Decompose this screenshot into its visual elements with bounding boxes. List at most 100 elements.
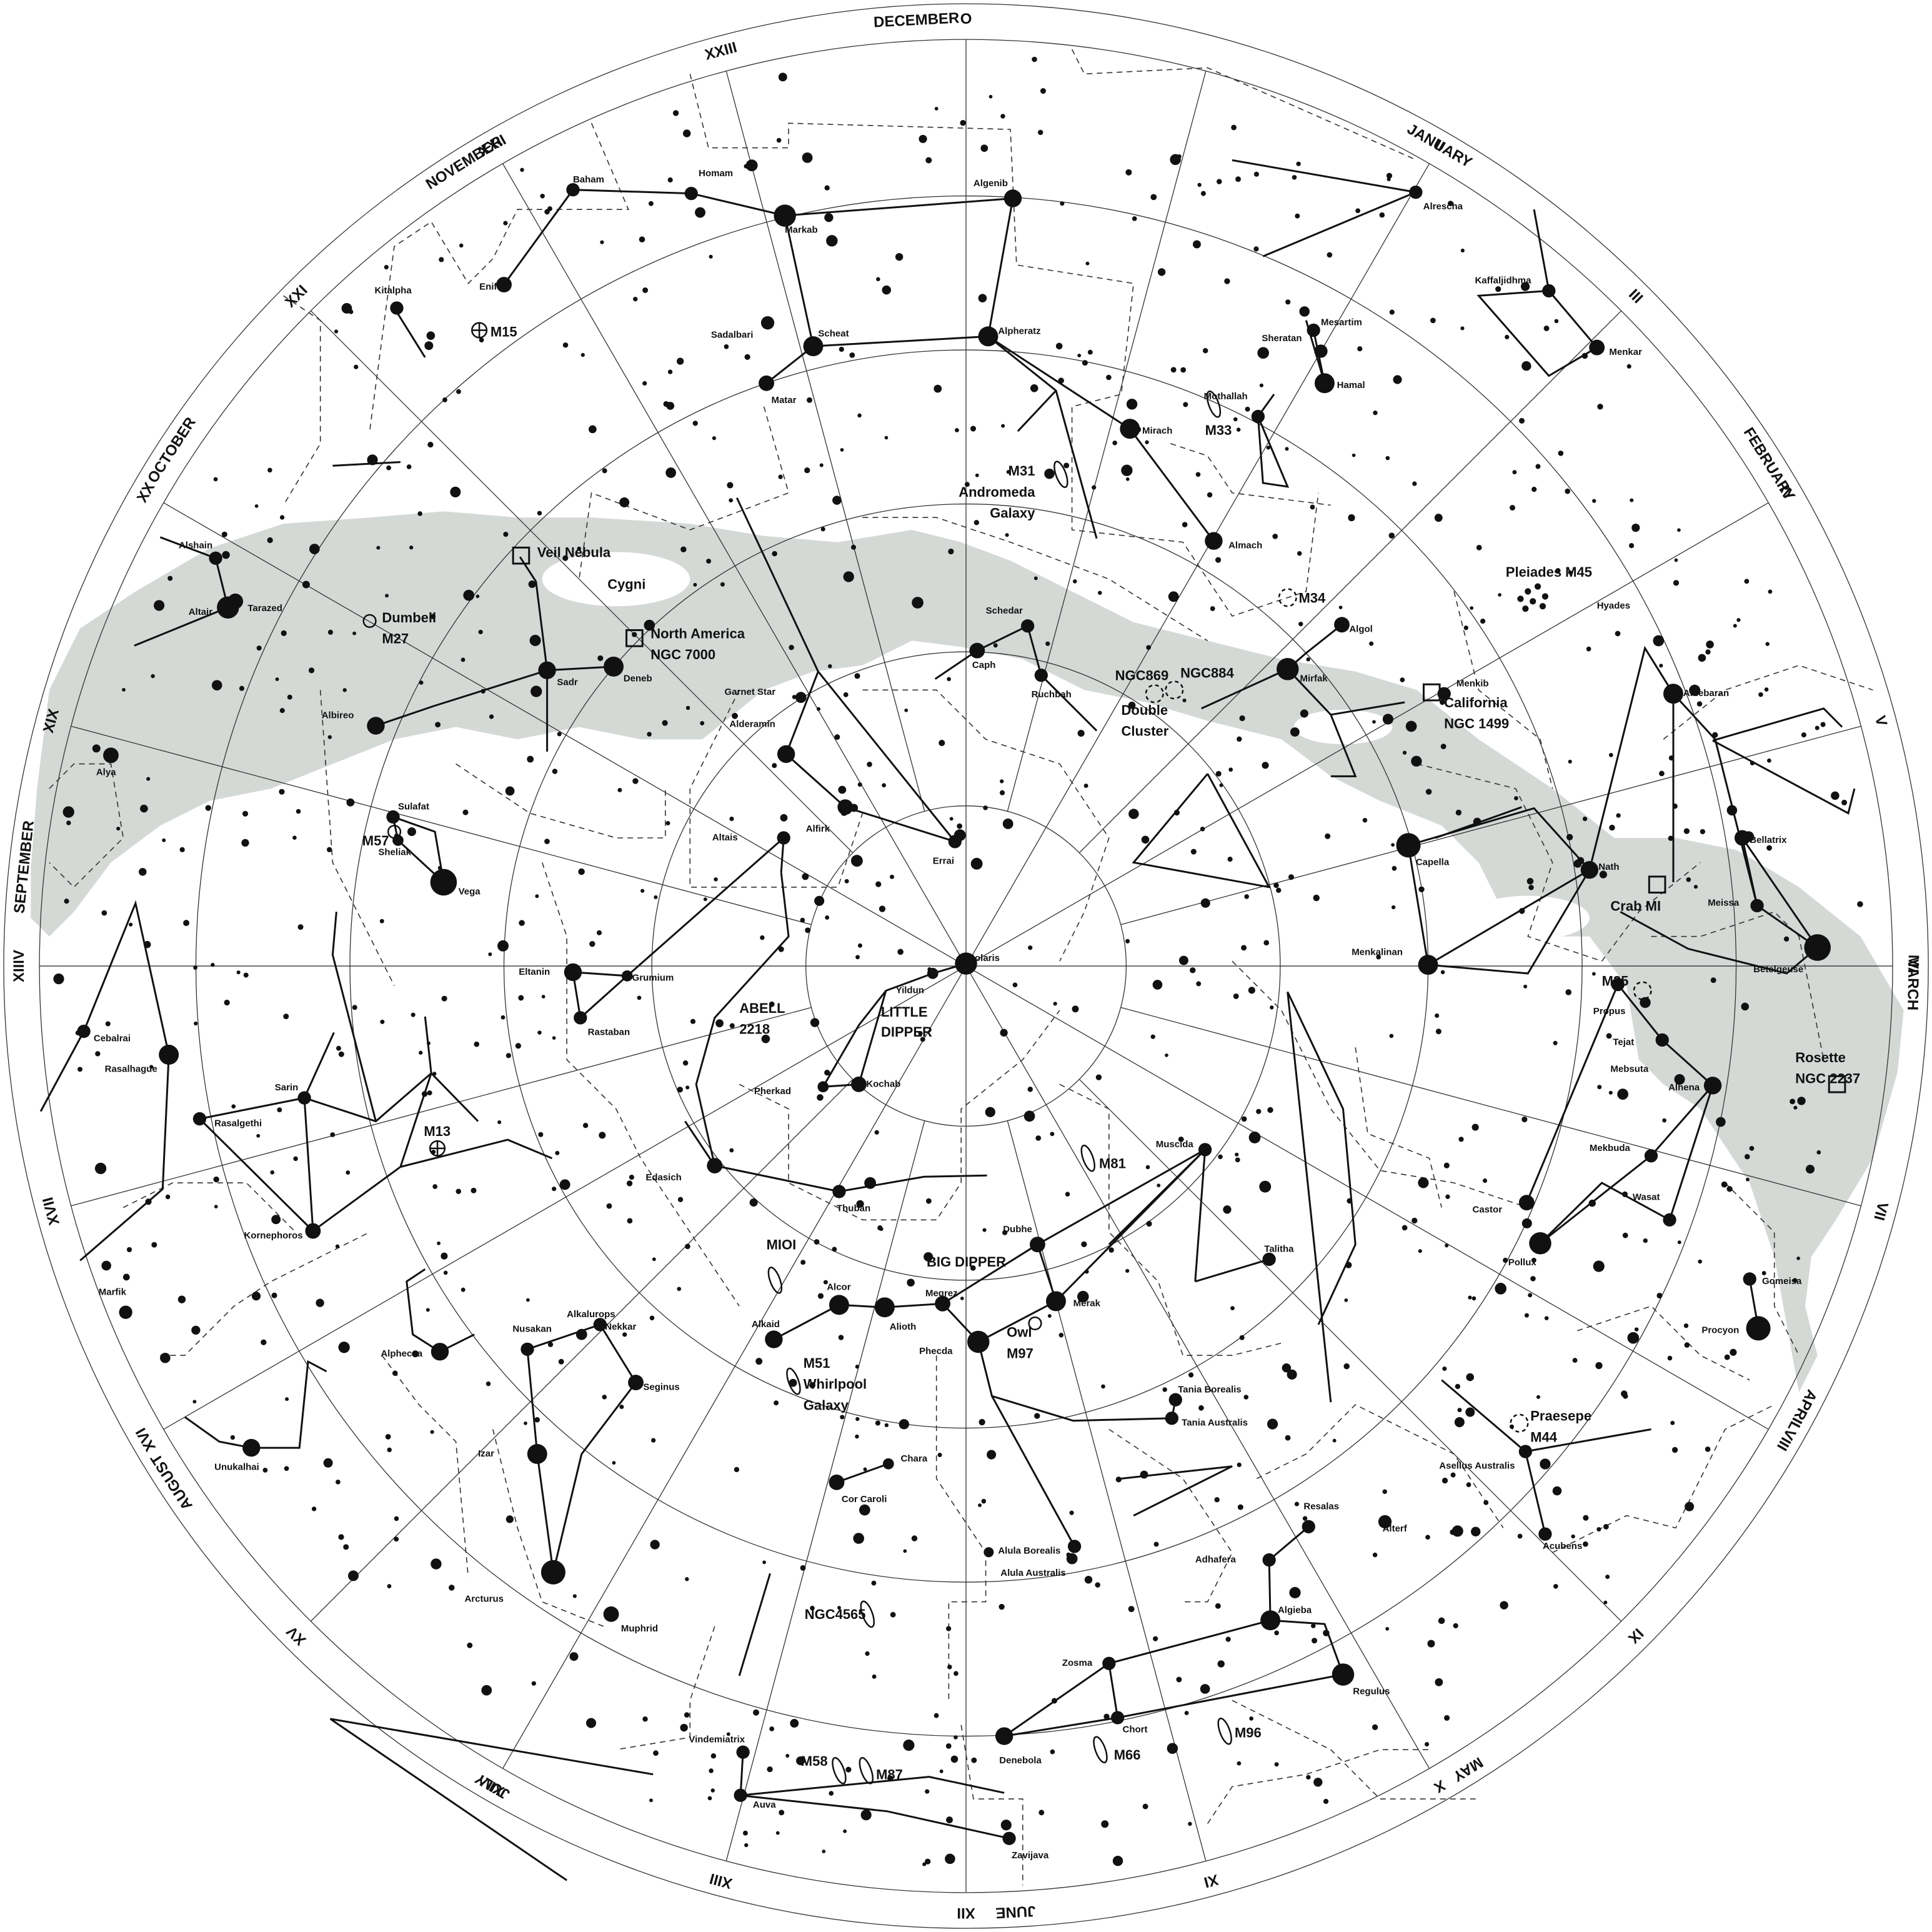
star-mirfak [1276,658,1299,680]
field-star [789,1378,797,1387]
field-star [1450,1472,1456,1478]
field-star [412,1350,419,1358]
field-star [261,1339,267,1345]
field-star [1553,1584,1558,1589]
hour-label: XXI [282,282,311,311]
field-star [547,1342,554,1347]
field-star [1295,213,1300,219]
field-star [1173,809,1180,816]
field-star [254,504,259,508]
named-stars [77,183,1831,1845]
constellation-line [332,461,401,467]
field-star [1453,1623,1458,1628]
field-star [385,1434,391,1440]
field-star [1783,936,1790,942]
field-star [1412,481,1417,486]
field-star [271,1292,277,1298]
hour-line [310,1078,854,1622]
field-star [837,1606,841,1610]
star-label-kaffaljidhma: Kaffaljidhma [1475,276,1531,286]
hour-label: XIIIV [11,950,27,982]
field-star [427,1090,432,1096]
field-star [755,1358,763,1365]
constellation-boundary [1651,911,1825,1060]
field-star [323,1458,333,1468]
field-star [1198,1405,1204,1411]
field-star [957,823,963,829]
field-star [277,1107,282,1113]
field-star [1471,1296,1476,1301]
field-star [644,619,655,631]
star-menkalinan [1418,955,1438,975]
field-star [950,1755,959,1763]
constellation-line [735,497,819,672]
field-star [531,1681,536,1686]
field-star [95,1051,101,1057]
field-star [1387,177,1391,181]
field-star [224,999,230,1006]
field-star [1402,1225,1408,1231]
star-rastaban [574,1011,587,1025]
field-star [1510,505,1515,511]
hour-label: XI [1202,1871,1220,1891]
field-star [1596,1526,1601,1532]
constellation-boundary [122,1182,296,1233]
star-alphecca [431,1343,449,1361]
field-star [1456,1420,1461,1426]
field-star [1468,1295,1472,1300]
field-star [1369,641,1374,646]
field-star [541,995,545,998]
field-star [706,559,712,564]
field-star [311,1506,317,1511]
field-star [1518,417,1525,424]
month-label: OCTOBER [144,414,199,486]
star-label-chort: Chort [1122,1725,1147,1735]
star-label-mekbuda: Mekbuda [1590,1143,1631,1153]
field-star [778,72,787,82]
field-star [1543,326,1550,331]
star-unukalhai [242,1438,261,1457]
field-star [1622,1232,1628,1238]
field-star [666,402,675,410]
field-star [1200,1684,1210,1694]
field-star [526,1298,530,1302]
field-star [424,341,434,351]
field-star [1282,1363,1292,1373]
field-star [1176,1676,1182,1683]
field-star [855,1417,860,1422]
field-star [1170,367,1177,373]
field-star [66,820,71,825]
constellation-boundary [456,763,666,839]
field-star [1030,384,1038,392]
field-star [1237,1504,1243,1510]
field-star [343,1544,349,1550]
field-star [1592,499,1596,503]
field-star [606,1203,612,1209]
field-star [1706,640,1714,649]
field-star [479,337,484,342]
dso-m66-marker [1093,1736,1108,1764]
field-star [978,1418,985,1426]
dso-m66-label: M66 [1114,1747,1141,1763]
star-label-tania-australis: Tania Australis [1182,1418,1248,1428]
field-star [1200,191,1206,196]
field-star [937,1452,942,1458]
field-star [384,265,389,270]
field-star [1393,375,1402,384]
star-label-albireo: Albireo [322,710,354,721]
dso-mioi-label: MIOI [767,1237,797,1253]
hour-line [1120,1007,1861,1207]
field-star [1526,877,1534,885]
field-star [456,389,461,394]
field-star [293,1156,298,1162]
field-star [1793,1105,1798,1110]
field-star [1312,1638,1318,1644]
field-star [251,1292,261,1301]
star-label-denebola: Denebola [999,1755,1042,1766]
field-star [596,930,602,935]
field-star [843,1829,847,1833]
field-star [1259,383,1263,387]
field-star [1471,1123,1479,1131]
field-star [572,1594,577,1598]
field-star [211,680,222,690]
